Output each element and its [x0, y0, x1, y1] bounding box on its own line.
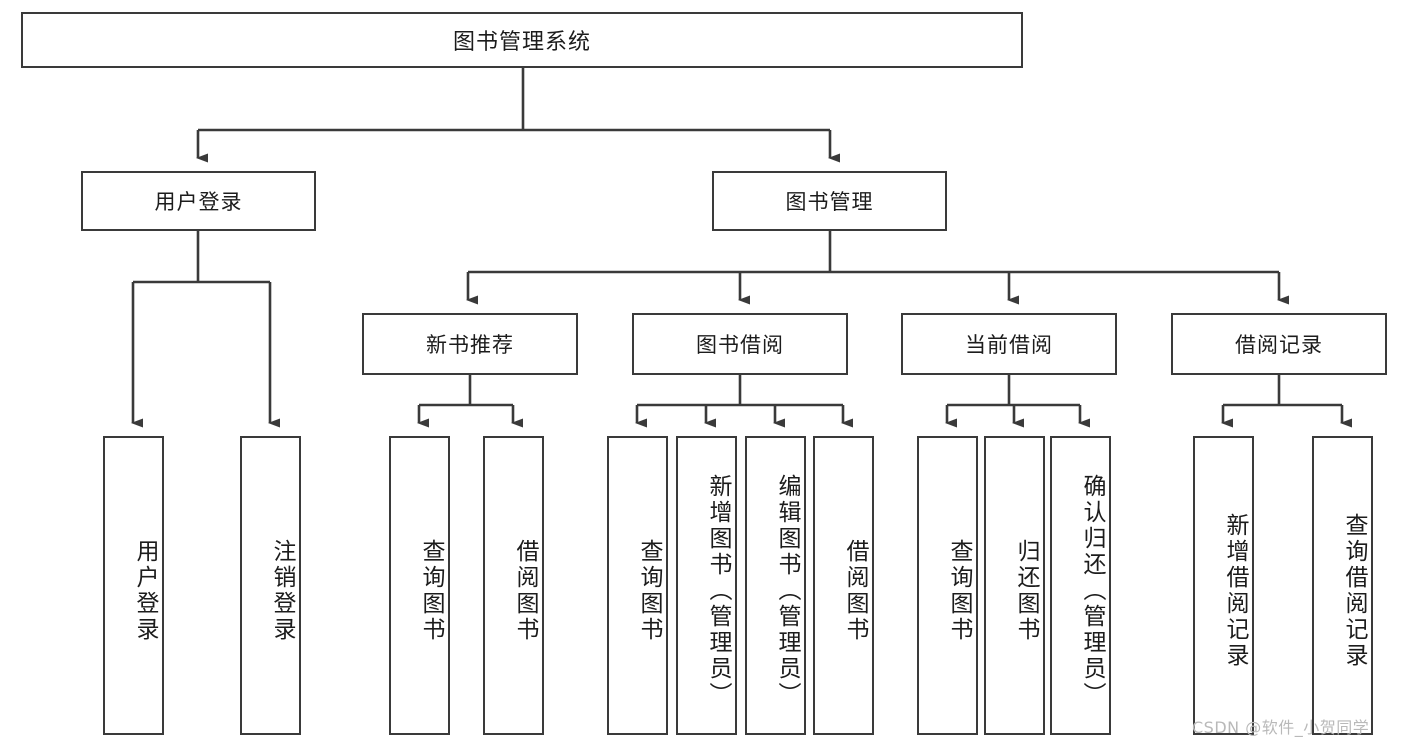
- leaf-borrow-add-book-admin[interactable]: 新增图书（管理员）: [676, 436, 737, 735]
- leaf-user-login-logout[interactable]: 注销登录: [240, 436, 301, 735]
- node-root-system[interactable]: 图书管理系统: [21, 12, 1023, 68]
- leaf-new-book-query[interactable]: 查询图书: [389, 436, 450, 735]
- node-book-management[interactable]: 图书管理: [712, 171, 947, 231]
- node-new-book-recommend[interactable]: 新书推荐: [362, 313, 578, 375]
- leaf-user-login-login[interactable]: 用户登录: [103, 436, 164, 735]
- leaf-current-return-book[interactable]: 归还图书: [984, 436, 1045, 735]
- node-current-borrow[interactable]: 当前借阅: [901, 313, 1117, 375]
- leaf-borrow-query-book[interactable]: 查询图书: [607, 436, 668, 735]
- leaf-current-query-book[interactable]: 查询图书: [917, 436, 978, 735]
- node-borrow-record[interactable]: 借阅记录: [1171, 313, 1387, 375]
- leaf-record-add-record[interactable]: 新增借阅记录: [1193, 436, 1254, 735]
- node-book-borrow[interactable]: 图书借阅: [632, 313, 848, 375]
- leaf-borrow-borrow-book[interactable]: 借阅图书: [813, 436, 874, 735]
- csdn-watermark: CSDN @软件_小贺同学: [1192, 718, 1370, 737]
- leaf-new-book-borrow[interactable]: 借阅图书: [483, 436, 544, 735]
- node-user-login[interactable]: 用户登录: [81, 171, 316, 231]
- leaf-current-confirm-return-admin[interactable]: 确认归还（管理员）: [1050, 436, 1111, 735]
- leaf-record-query-record[interactable]: 查询借阅记录: [1312, 436, 1373, 735]
- leaf-borrow-edit-book-admin[interactable]: 编辑图书（管理员）: [745, 436, 806, 735]
